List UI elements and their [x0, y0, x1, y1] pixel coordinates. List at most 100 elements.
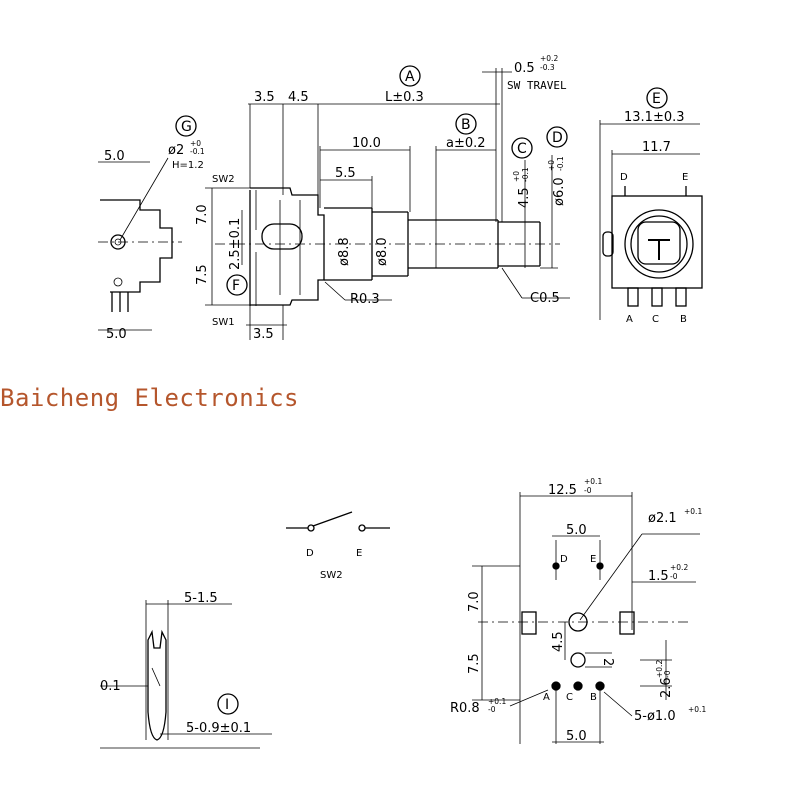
fp-dim-r0-8: R0.8 [450, 701, 480, 716]
dim-phi-8-0: ø8.0 [375, 237, 390, 266]
g-phi-2: ø2 [168, 143, 184, 158]
footprint-view: 12.5 +0.1 -0 5.0 ø2.1 +0.1 D E 1.5 +0.2 … [450, 477, 706, 744]
fp-dim-2: 2 [600, 658, 615, 666]
fp-pin-b: B [590, 692, 597, 703]
fp-slot-right [619, 611, 635, 635]
dim-4-5-c-tol-dn: -0.1 [521, 167, 530, 182]
fp-dim-4-5: 4.5 [551, 631, 566, 652]
sw2-label: SW2 [212, 174, 235, 185]
switch-actuator [261, 223, 303, 250]
fp-dim-1-5: 1.5 [648, 569, 669, 584]
sw2-e: E [356, 548, 362, 559]
pin-dim-5-0-9: 5-0.9±0.1 [186, 721, 251, 736]
fp-dim-7-0: 7.0 [467, 591, 482, 612]
fp-pin-d: D [560, 554, 568, 565]
fp-dim-2-6-tol-up: +0.2 [655, 660, 664, 678]
g-h: H=1.2 [172, 160, 204, 171]
dim-6-0-tol-dn: -0.1 [556, 156, 565, 171]
marker-b-label: B [461, 117, 471, 133]
dim-phi-8-8: ø8.8 [337, 237, 352, 266]
pin-dim-5-1-5: 5-1.5 [184, 591, 218, 606]
fp-dim-phi-2-1-tol: +0.1 [684, 507, 702, 516]
dim-4-5-top: 4.5 [288, 90, 309, 105]
e-pin-e: E [682, 172, 688, 183]
g-dim-5-0-top: 5.0 [104, 149, 125, 164]
g-phi-2-tol-dn: -0.1 [190, 147, 205, 156]
sw-travel-tol-up: +0.2 [540, 54, 558, 63]
fp-dim-phi-2-1: ø2.1 [648, 511, 677, 526]
pin-outline [147, 629, 167, 741]
fp-dim-5-0-bottom: 5.0 [566, 729, 587, 744]
dim-6-0-tol-up: +0 [547, 160, 556, 171]
marker-g-label: G [181, 119, 192, 135]
sw2-schematic-label: SW2 [320, 570, 343, 581]
g-view: G ø2 +0 -0.1 H=1.2 5.0 5.0 [98, 115, 205, 342]
e-pin-c: C [652, 314, 659, 325]
sw-travel-tol-dn: -0.3 [540, 63, 555, 72]
e-pin-d: D [620, 172, 628, 183]
switch-block-outline [250, 187, 325, 306]
fp-dim-2-6-tol-dn: -0 [663, 670, 672, 678]
dim-4-5-c-tol-up: +0 [512, 171, 521, 182]
dim-5-5: 5.5 [335, 166, 356, 181]
fp-dim-r0-8-tol-dn: -0 [488, 705, 496, 714]
marker-i [217, 693, 239, 715]
fp-dim-2-6: 2.6 [659, 677, 674, 698]
marker-f-label: F [232, 278, 240, 294]
fp-dim-7-5: 7.5 [467, 653, 482, 674]
marker-c [511, 137, 533, 159]
fp-dim-12-5-tol-dn: -0 [584, 486, 592, 495]
marker-a-label: A [405, 69, 415, 85]
dim-a: a±0.2 [446, 136, 486, 151]
side-view: 3.5 4.5 L±0.3 A 0.5 +0.2 -0.3 SW TRAVEL … [195, 54, 570, 342]
g-dim-5-0-bottom: 5.0 [106, 327, 127, 342]
fp-dim-5-phi-1-0-tol: +0.1 [688, 705, 706, 714]
e-shaft-outer [624, 209, 694, 279]
dim-6-0: ø6.0 [552, 177, 567, 206]
fp-dim-1-5-tol-up: +0.2 [670, 563, 688, 572]
marker-e [646, 87, 668, 109]
g-phi-2-tol-up: +0 [190, 139, 201, 148]
dim-r0-3: R0.3 [350, 292, 380, 307]
marker-f [226, 274, 248, 296]
dim-L: L±0.3 [385, 90, 424, 105]
marker-c-label: C [517, 141, 527, 157]
fp-dim-5-0-top: 5.0 [566, 523, 587, 538]
fp-dim-5-phi-1-0: 5-ø1.0 [634, 709, 676, 724]
fp-dim-12-5: 12.5 [548, 483, 577, 498]
fp-pin-e: E [590, 554, 596, 565]
marker-d [546, 126, 568, 148]
marker-i-label: I [225, 697, 229, 713]
sw-travel-value: 0.5 [514, 61, 535, 76]
marker-g [175, 115, 197, 137]
marker-b [455, 113, 477, 135]
marker-a [399, 65, 421, 87]
fp-slot-left [521, 611, 537, 635]
dim-3-5-top: 3.5 [254, 90, 275, 105]
marker-e-label: E [652, 91, 661, 107]
dim-7-0-left: 7.0 [195, 204, 210, 225]
e-view: E 13.1±0.3 11.7 D E A C B [599, 87, 703, 325]
sw-travel-label: SW TRAVEL [507, 79, 567, 92]
e-dim-13-1: 13.1±0.3 [624, 110, 685, 125]
dim-c0-5: C0.5 [530, 291, 560, 306]
e-pin-a: A [626, 314, 633, 325]
marker-d-label: D [552, 130, 563, 146]
e-pin-b: B [680, 314, 687, 325]
pin-view: 5-1.5 0.1 I 5-0.9±0.1 [100, 591, 272, 749]
dim-2-5: 2.5±0.1 [228, 218, 243, 270]
sw2-d: D [306, 548, 314, 559]
pin-dim-0-1: 0.1 [100, 679, 121, 694]
fp-pin-c: C [566, 692, 573, 703]
brand-watermark: Baicheng Electronics [0, 384, 299, 412]
fp-pin-a: A [543, 692, 550, 703]
dim-7-5-left: 7.5 [195, 264, 210, 285]
g-bracket [100, 199, 173, 293]
sw1-label: SW1 [212, 317, 235, 328]
dim-4-5-c: 4.5 [517, 187, 532, 208]
dim-3-5-bottom: 3.5 [253, 327, 274, 342]
fp-dim-r0-8-tol-up: +0.1 [488, 697, 506, 706]
fp-dim-1-5-tol-dn: -0 [670, 572, 678, 581]
fp-shaft-hole [570, 652, 586, 668]
